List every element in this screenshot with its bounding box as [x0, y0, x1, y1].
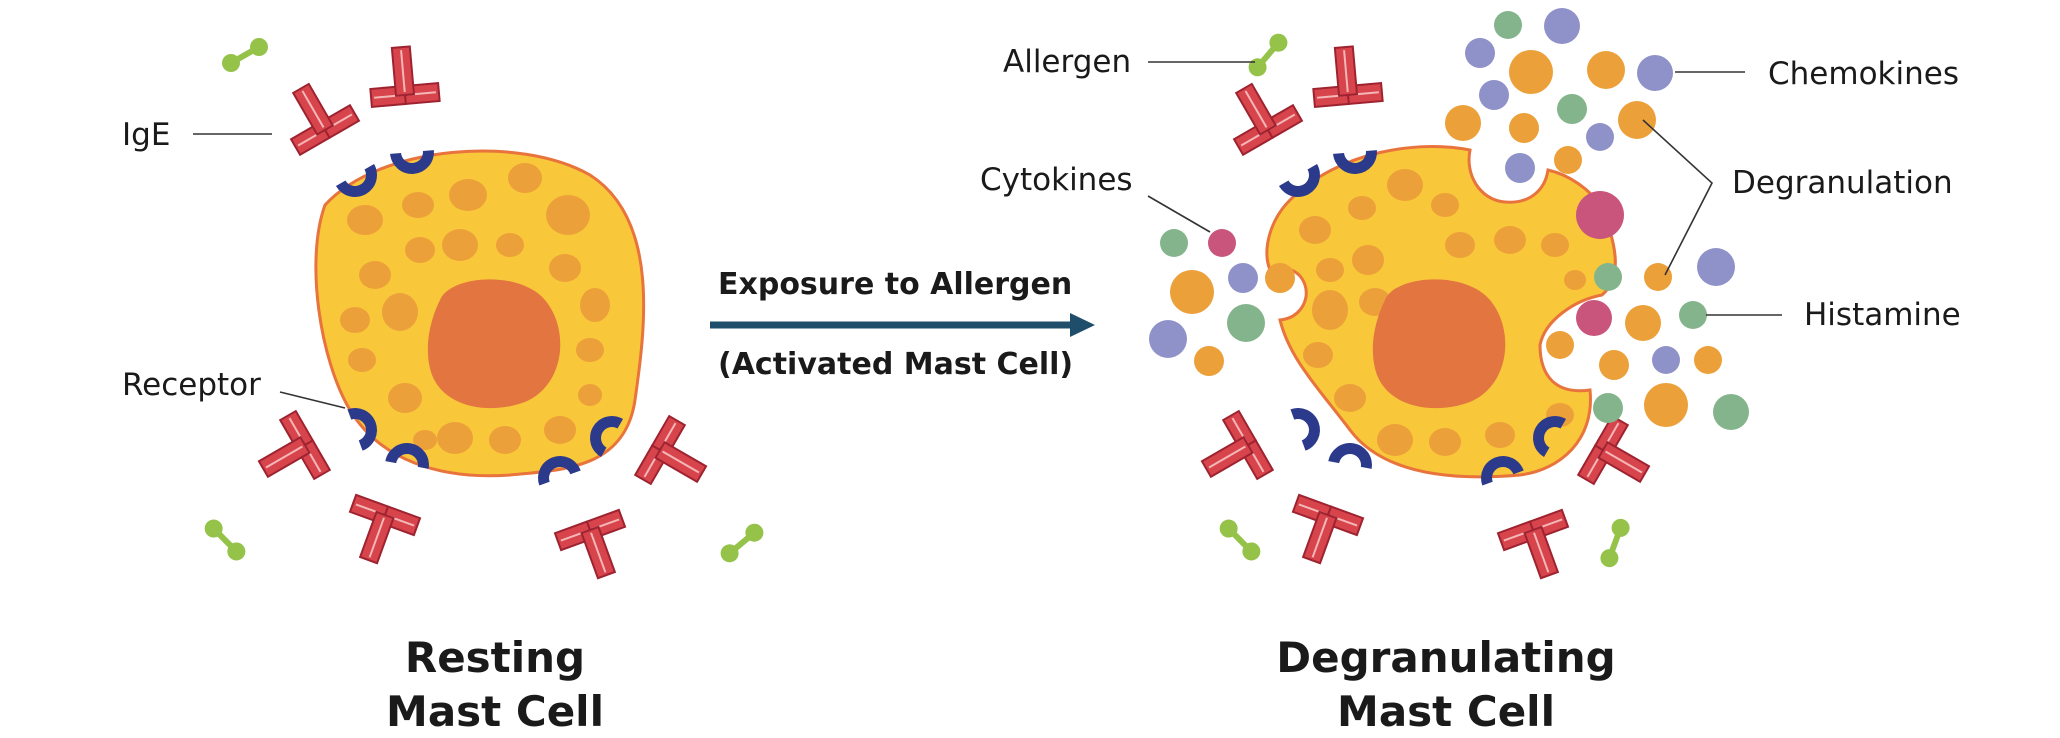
ige-antibody-icon — [1188, 410, 1274, 500]
released-mediators — [1149, 8, 1749, 430]
ige-antibody-icon — [335, 493, 422, 573]
activation-arrow-head — [1070, 313, 1095, 337]
label-chemokines: Chemokines — [1768, 56, 1959, 92]
allergen-icon — [203, 513, 248, 566]
allergen-icon — [1586, 515, 1643, 571]
ige-antibody-icon — [245, 410, 331, 500]
ige-antibody-icon — [365, 43, 441, 108]
resting-mast-cell — [203, 38, 768, 588]
label-receptor: Receptor — [122, 367, 261, 403]
title-degranulating-line2: Mast Cell — [1337, 687, 1555, 736]
degranulating-mast-cell — [1149, 8, 1749, 588]
ige-antibody-icon — [634, 415, 720, 505]
label-ige: IgE — [122, 117, 170, 153]
resting-granules — [340, 163, 610, 454]
arrow-label-bottom: (Activated Mast Cell) — [718, 347, 1073, 382]
allergen-icon — [222, 38, 268, 72]
ige-antibody-icon — [1213, 70, 1303, 156]
allergen-icon — [1241, 31, 1296, 79]
ige-antibody-icon — [1496, 508, 1583, 588]
degranulation-leader-line — [1642, 119, 1713, 276]
ige-antibody-icon — [1577, 415, 1663, 505]
resting-nucleus — [427, 279, 561, 409]
title-degranulating-line1: Degranulating — [1276, 633, 1615, 682]
label-cytokines: Cytokines — [980, 162, 1133, 198]
label-degranulation: Degranulation — [1732, 165, 1953, 201]
ige-antibody-icon — [1308, 43, 1384, 108]
arrow-label-top: Exposure to Allergen — [718, 267, 1072, 302]
ige-antibody-icon — [270, 70, 360, 156]
title-resting-line2: Mast Cell — [386, 687, 604, 736]
allergen-icon — [716, 522, 767, 563]
label-allergen: Allergen — [1003, 44, 1131, 80]
cytokines-leader-line — [1147, 195, 1211, 233]
title-resting-line1: Resting — [405, 633, 585, 682]
degranulating-nucleus — [1372, 279, 1506, 409]
ige-antibody-icon — [553, 508, 640, 588]
receptor-leader-line — [279, 391, 346, 409]
ige-antibody-icon — [1278, 493, 1365, 573]
label-histamine: Histamine — [1804, 297, 1961, 333]
receptor-icon — [1290, 401, 1327, 451]
allergen-icon — [1218, 513, 1263, 566]
